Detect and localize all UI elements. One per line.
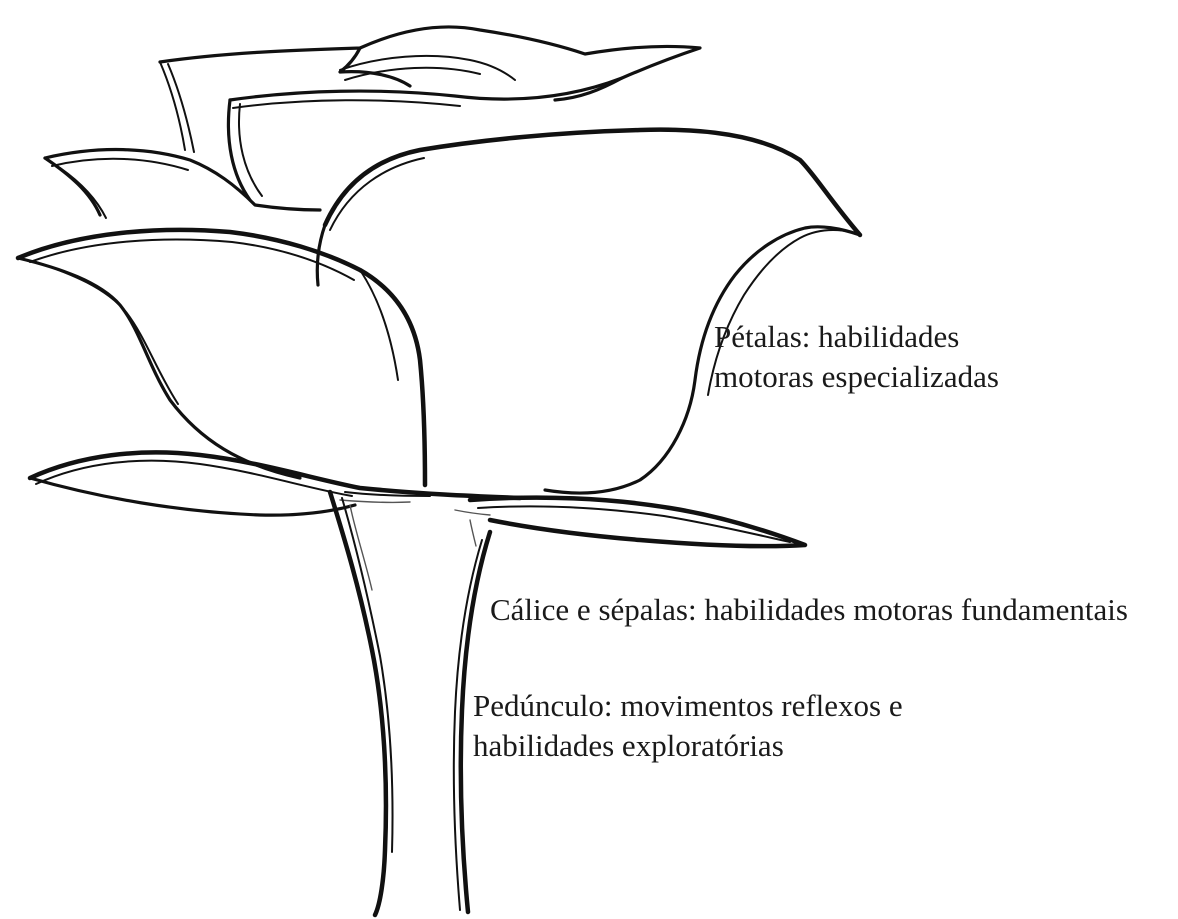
label-peduncle-line2: habilidades exploratórias: [473, 726, 903, 766]
label-petals-line1: Pétalas: habilidades: [714, 317, 999, 357]
label-peduncle: Pedúnculo: movimentos reflexos e habilid…: [473, 686, 903, 766]
label-peduncle-line1: Pedúnculo: movimentos reflexos e: [473, 686, 903, 726]
rose-stem: [330, 492, 490, 915]
rose-petal-left-back: [45, 150, 320, 218]
rose-petal-left-front: [18, 230, 425, 485]
label-petals: Pétalas: habilidades motoras especializa…: [714, 317, 999, 397]
label-calyx-line1: Cálice e sépalas: habilidades motoras fu…: [490, 590, 1128, 630]
label-calyx-sepals: Cálice e sépalas: habilidades motoras fu…: [490, 590, 1128, 630]
rose-sepals: [30, 452, 805, 546]
rose-bud-top: [160, 27, 700, 200]
rose-petal-front: [317, 130, 860, 493]
label-petals-line2: motoras especializadas: [714, 357, 999, 397]
